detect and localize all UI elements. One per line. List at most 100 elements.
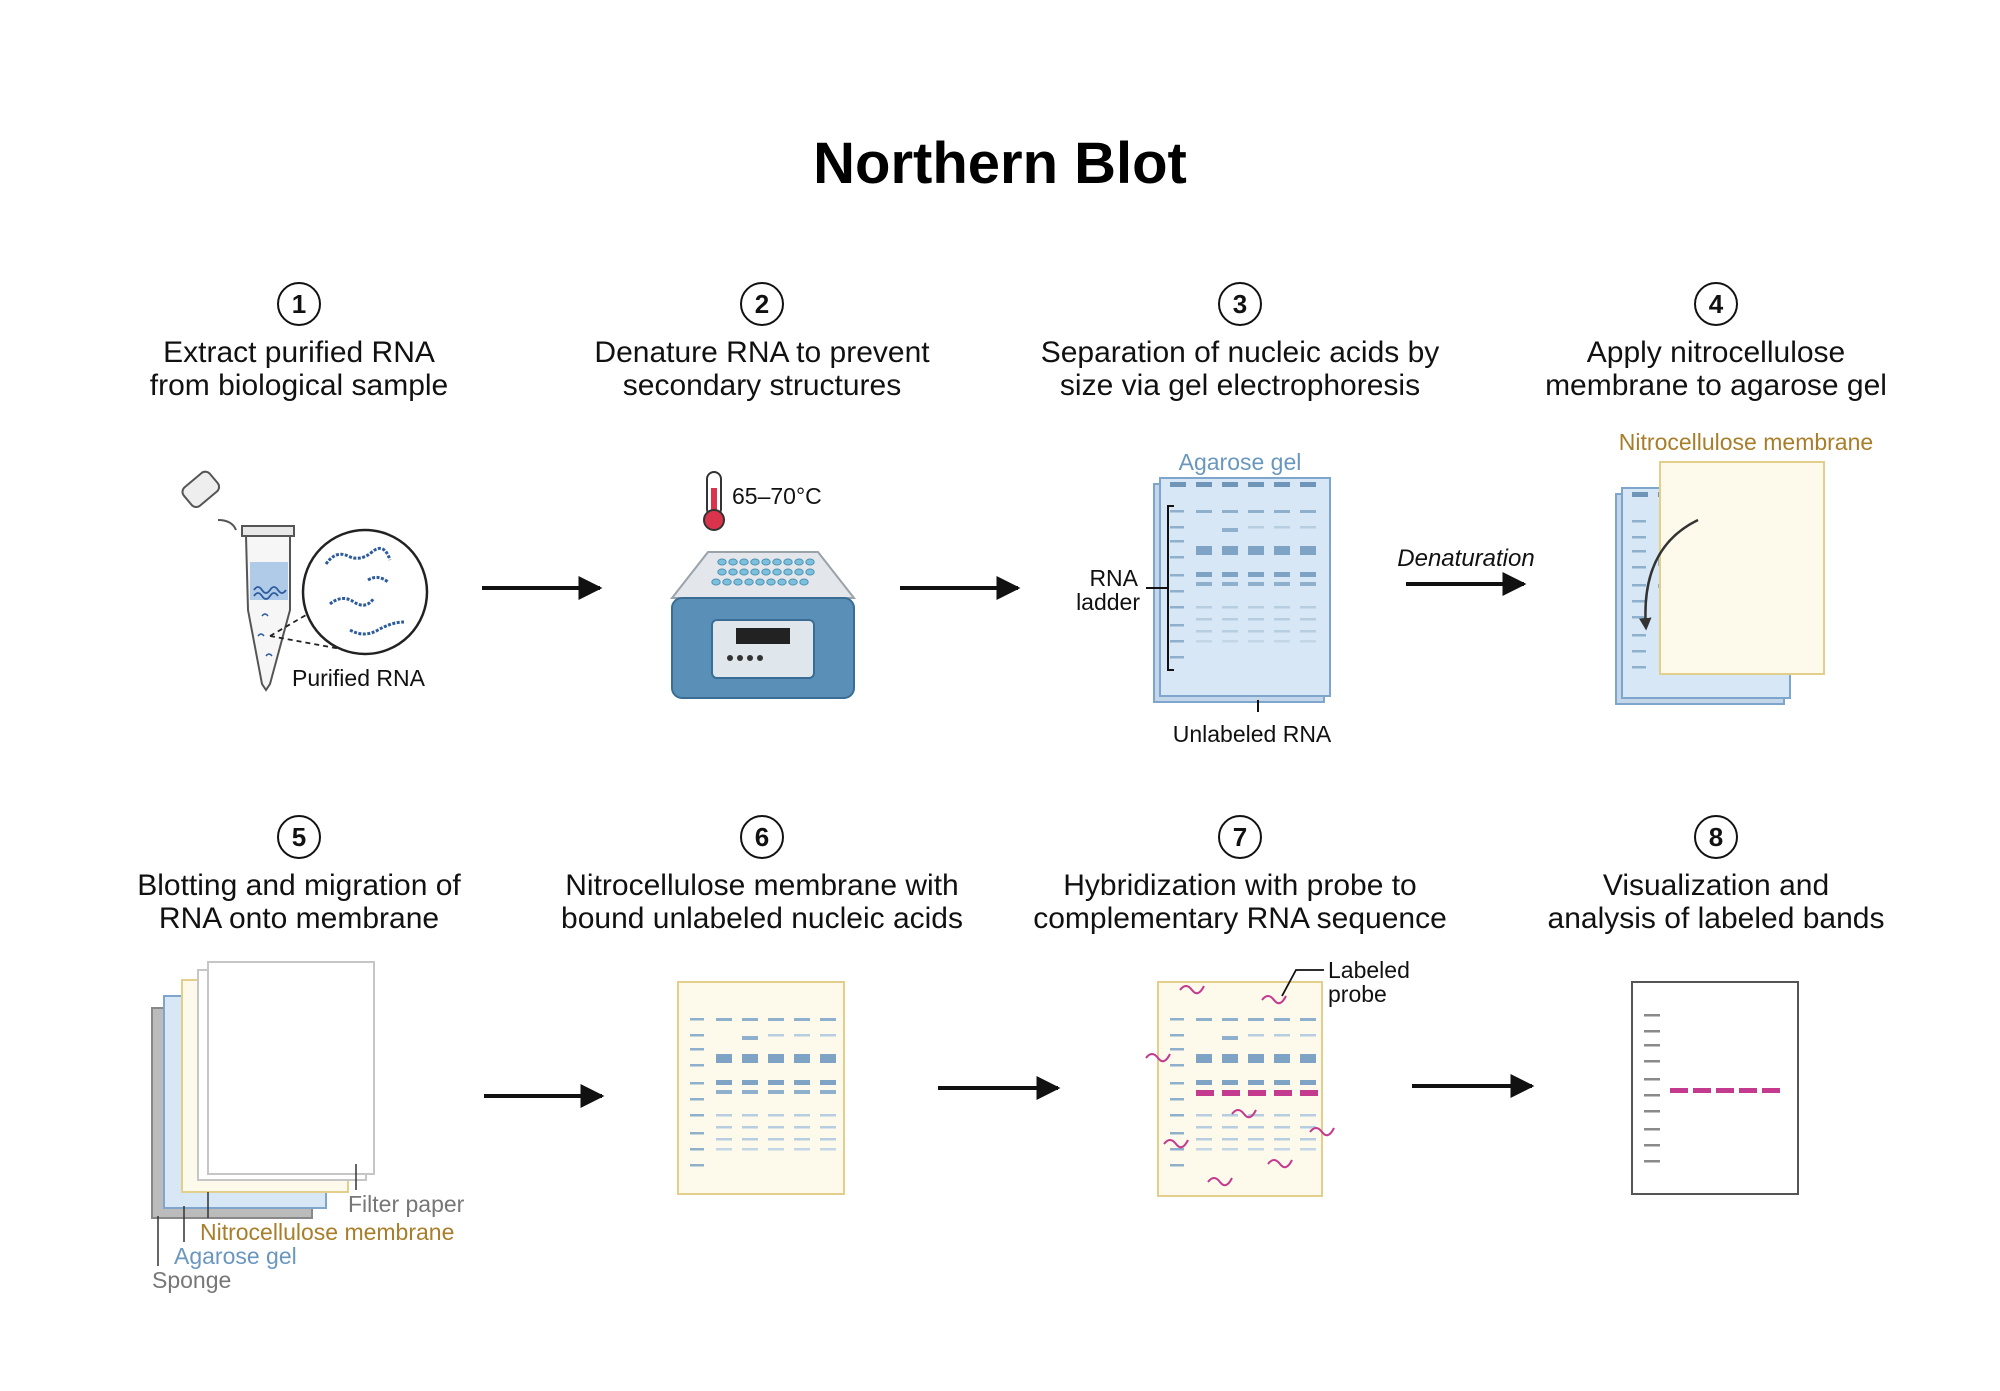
- gel-well: [1274, 482, 1290, 487]
- ladder-mark: [1644, 1128, 1660, 1131]
- hybridized-membrane: [1145, 969, 1335, 1197]
- labeled-band-segment: [1739, 1088, 1757, 1093]
- rna-ladder-label-line2: ladder: [1076, 589, 1140, 615]
- sample-band-faint: [1300, 1148, 1316, 1151]
- sample-band: [1248, 1018, 1264, 1021]
- ladder-band: [1632, 650, 1646, 653]
- sample-band-faint: [716, 1126, 732, 1129]
- well: [777, 578, 787, 586]
- ladder-mark: [1644, 1094, 1660, 1097]
- step-number: 4: [1694, 282, 1738, 326]
- step-description: Visualization and analysis of labeled ba…: [1547, 869, 1885, 935]
- agarose-gel: [1146, 477, 1331, 712]
- ladder-band: [690, 1164, 704, 1167]
- ladder-band: [1632, 520, 1646, 523]
- sample-band-strong: [768, 1054, 784, 1063]
- sample-band: [742, 1018, 758, 1021]
- sample-band-faint: [742, 1138, 758, 1141]
- ladder-band: [1170, 1034, 1184, 1037]
- sample-band: [820, 1080, 836, 1085]
- sample-band-strong: [1274, 546, 1290, 555]
- sample-band-faint: [820, 1126, 836, 1129]
- sample-band-faint: [1248, 1148, 1264, 1151]
- ladder-band: [1170, 656, 1184, 659]
- sample-band-faint: [1248, 618, 1264, 621]
- sample-band: [1196, 572, 1212, 577]
- well: [739, 568, 749, 576]
- sample-band: [794, 1090, 810, 1094]
- probe-band: [1222, 1090, 1240, 1096]
- sample-band-faint: [1196, 630, 1212, 633]
- sample-band-faint: [1248, 1114, 1264, 1117]
- sample-band-strong: [1196, 1054, 1212, 1063]
- sample-band-faint: [768, 1126, 784, 1129]
- well: [717, 558, 727, 566]
- sample-band: [820, 1090, 836, 1094]
- stack-agarose-label: Agarose gel: [174, 1243, 297, 1269]
- sample-band-faint: [742, 1126, 758, 1129]
- well: [761, 568, 771, 576]
- ladder-band: [690, 1048, 704, 1051]
- sample-band-faint: [1196, 606, 1212, 609]
- sample-band: [1300, 510, 1316, 513]
- ladder-band: [1170, 1018, 1184, 1021]
- sample-band: [1222, 1080, 1238, 1085]
- labeled-band-segment: [1716, 1088, 1734, 1093]
- ladder-band: [690, 1098, 704, 1101]
- ladder-band: [1632, 536, 1646, 539]
- well: [750, 568, 760, 576]
- sample-band-faint: [820, 1138, 836, 1141]
- sample-band: [742, 1090, 758, 1094]
- ladder-band: [1170, 1132, 1184, 1135]
- sample-band-faint: [1196, 640, 1212, 643]
- gel-bands: [1170, 482, 1316, 659]
- sample-band-strong: [716, 1054, 732, 1063]
- sample-band-faint: [716, 1114, 732, 1117]
- ladder-band: [1170, 1082, 1184, 1085]
- well: [739, 558, 749, 566]
- labeled-probes: [1145, 985, 1335, 1187]
- sample-band: [1248, 572, 1264, 577]
- ladder-band: [1170, 526, 1184, 529]
- ladder-band: [1170, 1148, 1184, 1151]
- well: [805, 558, 815, 566]
- sample-band-faint: [1300, 618, 1316, 621]
- step-description: Blotting and migration of RNA onto membr…: [137, 869, 461, 935]
- sample-band-faint: [1196, 1126, 1212, 1129]
- sample-band-faint: [1248, 630, 1264, 633]
- membrane-with-bands: [677, 981, 845, 1195]
- sample-band-faint: [1248, 1126, 1264, 1129]
- well: [761, 558, 771, 566]
- sample-band-faint: [768, 1034, 784, 1037]
- sample-band: [1248, 510, 1264, 513]
- well: [711, 578, 721, 586]
- sample-band-faint: [1196, 1114, 1212, 1117]
- sample-band-faint: [1248, 1034, 1264, 1037]
- sample-band-faint: [1300, 640, 1316, 643]
- ladder-band: [1632, 666, 1646, 669]
- sample-band: [1300, 1018, 1316, 1021]
- page-title: Northern Blot: [813, 131, 1187, 196]
- sample-band-faint: [742, 1114, 758, 1117]
- sample-band-faint: [1300, 606, 1316, 609]
- ladder-band: [690, 1018, 704, 1021]
- sample-band-faint: [820, 1114, 836, 1117]
- ladder-mark: [1644, 1030, 1660, 1033]
- sample-band-faint: [1300, 1138, 1316, 1141]
- sample-band: [794, 1080, 810, 1085]
- well: [766, 578, 776, 586]
- sample-band-strong: [1274, 1054, 1290, 1063]
- step-description: Apply nitrocellulose membrane to agarose…: [1545, 336, 1887, 402]
- sample-band-faint: [1222, 618, 1238, 621]
- probe-band: [1248, 1090, 1266, 1096]
- sample-band-faint: [820, 1148, 836, 1151]
- sample-band: [768, 1090, 784, 1094]
- ladder-mark: [1644, 1014, 1660, 1017]
- gel-well: [1170, 482, 1186, 487]
- labeled-band: [1670, 1088, 1780, 1093]
- sample-band-faint: [1222, 630, 1238, 633]
- gel-well: [1248, 482, 1264, 487]
- ladder-band: [1632, 584, 1646, 587]
- sample-band: [1222, 1036, 1238, 1040]
- stack-nitrocellulose-label: Nitrocellulose membrane: [200, 1219, 454, 1245]
